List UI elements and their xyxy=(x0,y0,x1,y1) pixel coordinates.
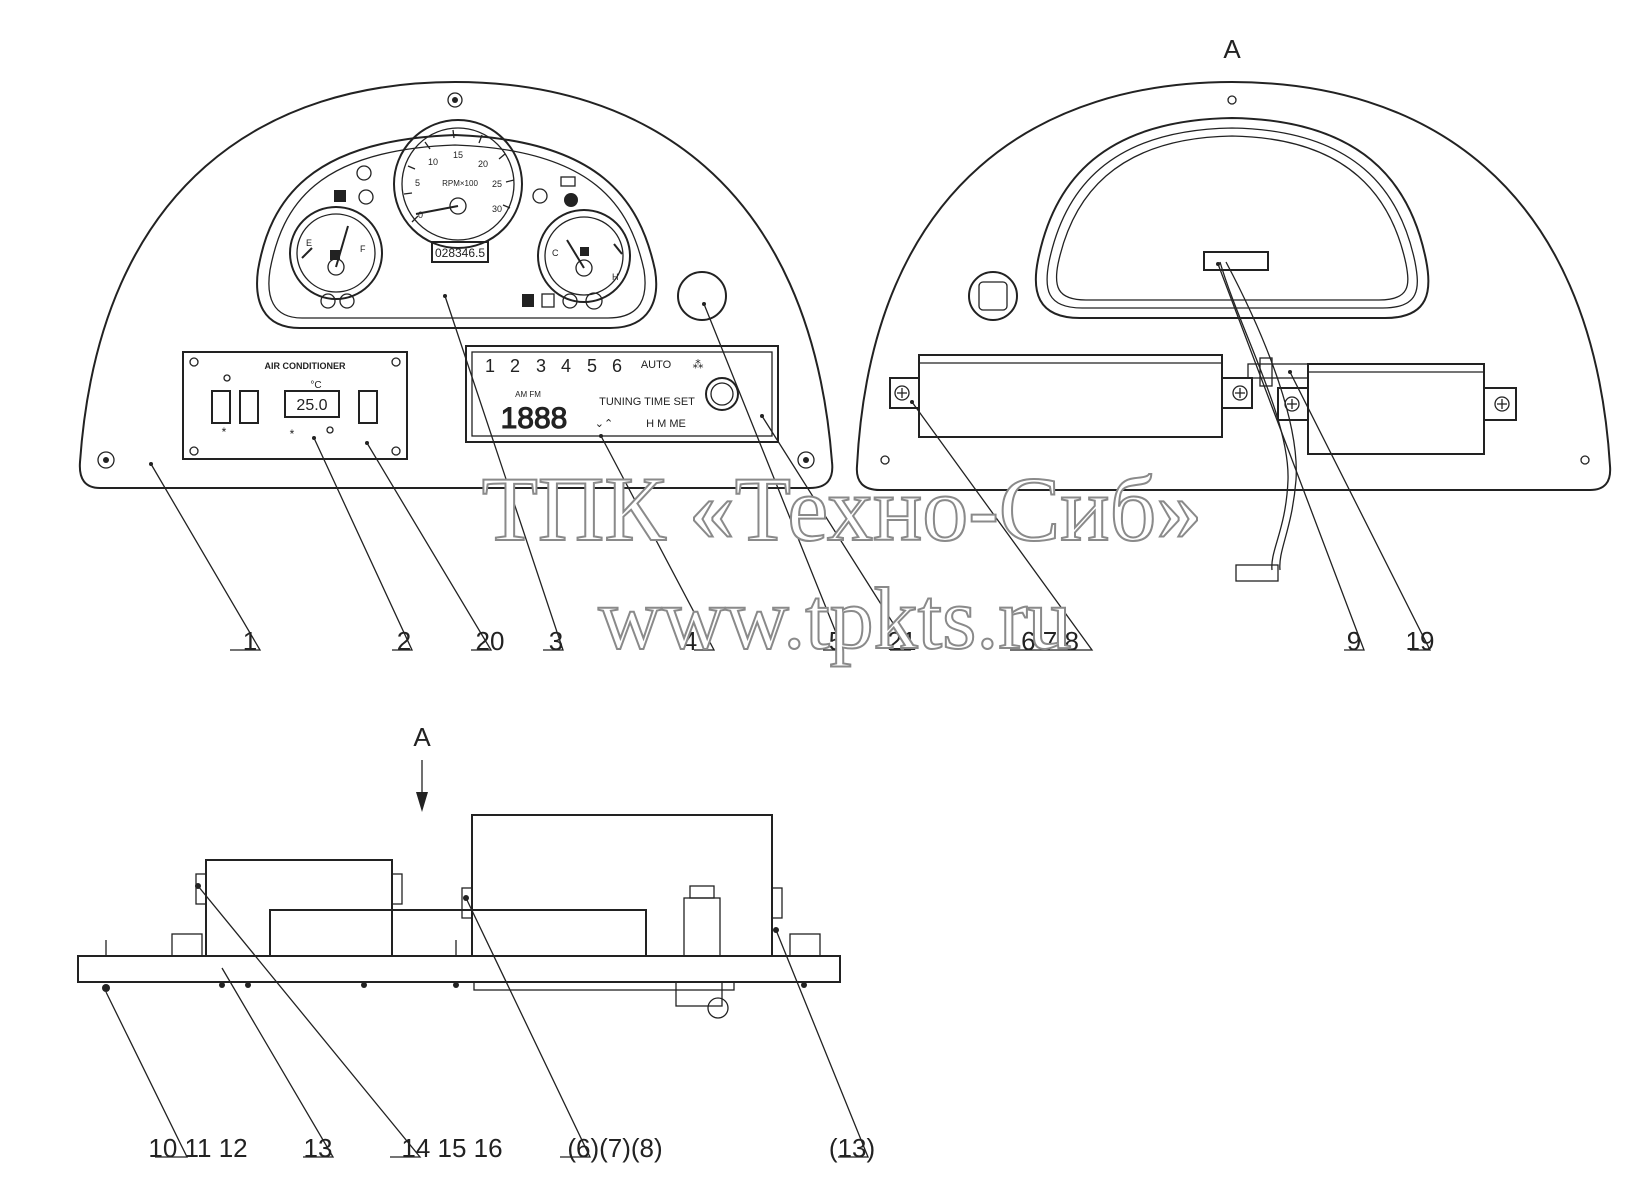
blank-plug xyxy=(677,271,727,321)
warning-lamp-icon xyxy=(320,165,603,310)
view-label: A xyxy=(1223,34,1241,64)
rear-panel-outline xyxy=(855,80,1612,491)
screw-icon xyxy=(447,92,463,108)
socket-icon xyxy=(968,271,1018,321)
callout-5: 5 xyxy=(829,626,843,656)
tacho-tick-25: 25 xyxy=(492,179,502,189)
svg-text:*: * xyxy=(222,425,227,439)
tacho-tick-20: 20 xyxy=(478,159,488,169)
callout-20: 20 xyxy=(476,626,505,656)
screw-icon xyxy=(1494,396,1510,412)
fuel-full-label: F xyxy=(360,244,366,254)
ac-title: AIR CONDITIONER xyxy=(265,361,347,371)
volume-knob[interactable] xyxy=(705,377,739,411)
radio-preset-2[interactable]: 2 xyxy=(510,356,520,376)
tacho-tick-10: 10 xyxy=(428,157,438,167)
air-conditioner-panel: AIR CONDITIONER °C 25.0 * * xyxy=(182,351,408,460)
connector-block xyxy=(1203,251,1269,271)
front-view: RPM×100 0 5 10 15 20 25 30 E F xyxy=(78,80,912,651)
ac-controller-body xyxy=(1277,363,1517,455)
ac-power-button[interactable] xyxy=(358,390,378,424)
ac-temp-value: 25.0 xyxy=(296,397,327,414)
side-view: A xyxy=(77,722,869,1158)
svg-text:⌄⌃: ⌄⌃ xyxy=(595,418,613,430)
callout-9: 9 xyxy=(1347,626,1361,656)
radio-preset-3[interactable]: 3 xyxy=(536,356,546,376)
callout-2: 2 xyxy=(397,626,411,656)
radio-preset-6[interactable]: 6 xyxy=(612,356,622,376)
ac-temp-display xyxy=(284,390,340,418)
screw-icon xyxy=(797,451,815,469)
front-panel-outline xyxy=(78,80,834,489)
radio-frequency: 1888 xyxy=(501,402,568,435)
radio-panel: 1 2 3 4 5 6 AUTO AM FM 1888 TUNING TIME … xyxy=(465,345,779,443)
temp-hot-label: H xyxy=(612,272,619,282)
tacho-tick-15: 15 xyxy=(453,150,463,160)
ac-module-side xyxy=(205,859,393,957)
ac-unit: °C xyxy=(310,380,321,391)
radio-tuning-label: TUNING TIME SET xyxy=(599,396,695,408)
screw-icon xyxy=(97,451,115,469)
radio-hm-label: H M ME xyxy=(646,418,686,430)
watermark-url: www.tpkts.ru xyxy=(598,571,1071,668)
radio-preset-4[interactable]: 4 xyxy=(561,356,571,376)
radio-module-side xyxy=(471,814,773,957)
radio-band-label: AM FM xyxy=(515,390,541,399)
radio-preset-5[interactable]: 5 xyxy=(587,356,597,376)
radio-body xyxy=(889,354,1253,438)
callout-6-7-8-parens: (6)(7)(8) xyxy=(567,1133,662,1163)
instrument-cluster-outline xyxy=(256,133,658,329)
callout-21: 21 xyxy=(888,626,917,656)
temperature-gauge: C H xyxy=(537,209,631,303)
radio-preset-1[interactable]: 1 xyxy=(485,356,495,376)
ac-mode-button[interactable] xyxy=(239,390,259,424)
callout-1: 1 xyxy=(243,626,257,656)
callout-10-11-12: 10 11 12 xyxy=(148,1133,247,1163)
callout-13-parens: (13) xyxy=(829,1133,875,1163)
screw-icon xyxy=(1232,385,1248,401)
cluster-back-outline xyxy=(1034,116,1430,319)
ac-fan-button[interactable] xyxy=(211,390,231,424)
wire-harness xyxy=(1219,261,1297,582)
svg-text:⁂: ⁂ xyxy=(693,359,704,371)
callout-14-15-16: 14 15 16 xyxy=(401,1133,502,1163)
svg-text:*: * xyxy=(290,427,295,441)
callout-19: 19 xyxy=(1406,626,1435,656)
tacho-tick-30: 30 xyxy=(492,204,502,214)
watermark-company: ТПК «Техно-Сиб» xyxy=(482,458,1203,560)
screw-icon xyxy=(894,385,910,401)
callouts: 1 2 20 3 4 5 21 6 7 8 9 19 10 11 12 13 1… xyxy=(148,626,1434,1163)
tacho-unit: RPM×100 xyxy=(442,179,478,188)
rear-view: A xyxy=(855,34,1612,651)
radio-auto-label[interactable]: AUTO xyxy=(641,359,672,371)
section-arrow-label: A xyxy=(413,722,431,752)
panel-base-plate xyxy=(77,955,841,983)
watermark: ТПК «Техно-Сиб» www.tpkts.ru xyxy=(481,457,1204,669)
tachometer: RPM×100 0 5 10 15 20 25 30 xyxy=(393,119,523,249)
callout-6-7-8: 6 7 8 xyxy=(1021,626,1079,656)
temp-cold-label: C xyxy=(552,248,559,258)
odometer-reading: 028346.5 xyxy=(435,246,485,260)
tacho-tick-5: 5 xyxy=(415,178,420,188)
tacho-tick-0: 0 xyxy=(418,210,423,220)
fuel-empty-label: E xyxy=(306,238,312,248)
fuel-gauge: E F xyxy=(289,206,383,300)
callout-4: 4 xyxy=(683,626,697,656)
cluster-side xyxy=(269,909,647,957)
callout-13: 13 xyxy=(304,1133,333,1163)
odometer-display xyxy=(431,241,489,263)
callout-3: 3 xyxy=(549,626,563,656)
